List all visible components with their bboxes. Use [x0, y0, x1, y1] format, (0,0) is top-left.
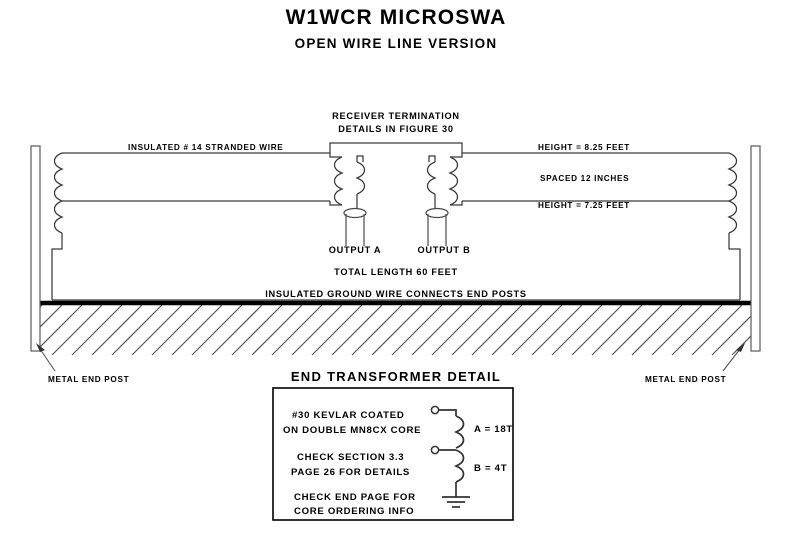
- output-b-label: OUTPUT B: [418, 245, 471, 255]
- detail-text-line-1: #30 KEVLAR COATED: [292, 410, 404, 421]
- height-top-label: HEIGHT = 8.25 FEET: [538, 143, 630, 152]
- end-transformer-right: [462, 152, 741, 300]
- output-a-transformer: [329, 153, 367, 246]
- height-bottom-label: HEIGHT = 7.25 FEET: [538, 201, 630, 210]
- detail-text-line-4: PAGE 26 FOR DETAILS: [291, 467, 410, 478]
- detail-schematic: [430, 405, 470, 508]
- receiver-termination-label-line1: RECEIVER TERMINATION: [332, 111, 460, 121]
- ground-hatching: [40, 300, 752, 355]
- end-post-left-callout: METAL END POST: [36, 343, 129, 384]
- detail-text-line-6: CORE ORDERING INFO: [294, 506, 414, 517]
- detail-box-title: END TRANSFORMER DETAIL: [291, 369, 501, 384]
- terminal-tap: [430, 445, 440, 455]
- end-post-right-callout: METAL END POST: [645, 343, 745, 384]
- ground-wire-label: INSULATED GROUND WIRE CONNECTS END POSTS: [265, 289, 527, 299]
- receiver-termination-label-line2: DETAILS IN FIGURE 30: [338, 124, 453, 134]
- coax-connector-a: [343, 207, 367, 219]
- insulated-wire-label: INSULATED # 14 STRANDED WIRE: [128, 143, 283, 152]
- detail-text-line-3: CHECK SECTION 3.3: [297, 452, 404, 463]
- metal-end-post-left: [30, 145, 41, 352]
- end-post-left-label: METAL END POST: [48, 375, 129, 384]
- end-post-right-label: METAL END POST: [645, 375, 726, 384]
- total-length-label: TOTAL LENGTH 60 FEET: [334, 267, 458, 277]
- metal-end-post-right: [750, 145, 761, 352]
- winding-a-label: A = 18T: [474, 424, 513, 435]
- end-transformer-left: [51, 152, 740, 301]
- winding-b-label: B = 4T: [474, 463, 507, 474]
- center-top-bridge: [329, 142, 463, 153]
- detail-text-line-2: ON DOUBLE MN8CX CORE: [283, 425, 421, 436]
- page-title: W1WCR MICROSWA: [286, 6, 507, 29]
- output-a-label: OUTPUT A: [329, 245, 382, 255]
- spacing-label: SPACED 12 INCHES: [540, 174, 629, 183]
- output-b-transformer: [425, 153, 463, 246]
- detail-text-line-5: CHECK END PAGE FOR: [294, 492, 416, 503]
- coax-connector-b: [425, 207, 449, 219]
- terminal-top: [430, 405, 440, 415]
- end-transformer-detail-box: #30 KEVLAR COATED ON DOUBLE MN8CX CORE C…: [272, 387, 514, 521]
- page-subtitle: OPEN WIRE LINE VERSION: [295, 36, 498, 51]
